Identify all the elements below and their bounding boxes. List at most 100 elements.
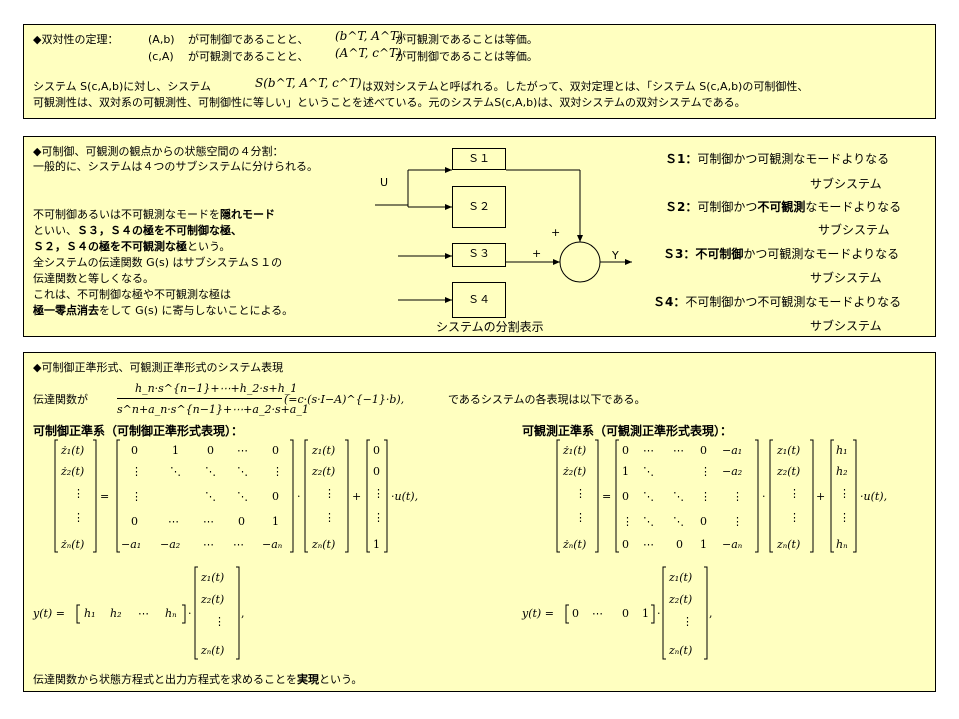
svg-text:⋱: ⋱ bbox=[643, 515, 654, 528]
svg-text:⋮: ⋮ bbox=[324, 487, 335, 500]
ctrl-state-vector: z₁(t) z₂(t) ⋮ ⋮ zₙ(t) bbox=[304, 439, 349, 553]
ctrl-input-vector: 00⋮⋮1 bbox=[366, 439, 388, 553]
svg-text:0: 0 bbox=[700, 444, 707, 457]
svg-text:⋮: ⋮ bbox=[272, 465, 283, 478]
decomp-p4: 全システムの伝達関数 G(s) はサブシステムＳ１の bbox=[33, 256, 283, 269]
svg-text:0: 0 bbox=[676, 538, 683, 551]
plus-sign-top: + bbox=[551, 226, 561, 239]
decomp-p2: といい、Ｓ３，Ｓ４の極を不可制御な極、 bbox=[33, 224, 242, 237]
tf-equivalent: (=c·(s·I−A)^{−1}·b), bbox=[284, 393, 405, 406]
svg-text:hₙ: hₙ bbox=[165, 607, 177, 620]
svg-text:0: 0 bbox=[622, 538, 629, 551]
observable-canonical-title: 可観測正準系（可観測正準形式表現）： bbox=[522, 424, 733, 438]
svg-text:0: 0 bbox=[622, 607, 629, 620]
svg-text:⋯: ⋯ bbox=[673, 444, 684, 457]
svg-text:⋮: ⋮ bbox=[732, 515, 743, 528]
block-s2: Ｓ２ bbox=[452, 186, 506, 228]
duality-line2-dual: (A^T, c^T) bbox=[335, 46, 402, 60]
svg-text:⋱: ⋱ bbox=[643, 465, 654, 478]
svg-text:·: · bbox=[762, 490, 766, 503]
svg-text:−a₁: −a₁ bbox=[121, 538, 141, 551]
svg-text:+: + bbox=[816, 490, 825, 503]
output-label-y: Y bbox=[612, 249, 619, 262]
svg-text:1: 1 bbox=[373, 538, 380, 551]
legend-s2-sub: サブシステム bbox=[818, 223, 890, 237]
svg-text:−a₂: −a₂ bbox=[722, 465, 742, 478]
plus-sign-left: + bbox=[532, 247, 542, 260]
tf-denominator: s^n+a_n·s^{n−1}+⋯+a_2·s+a_1 bbox=[117, 403, 309, 416]
svg-text:⋮: ⋮ bbox=[73, 487, 84, 500]
svg-text:zₙ(t): zₙ(t) bbox=[200, 644, 224, 657]
svg-text:,: , bbox=[241, 607, 245, 620]
decomp-p3: Ｓ２，Ｓ４の極を不可観測な極という。 bbox=[33, 240, 231, 253]
svg-text:⋯: ⋯ bbox=[138, 607, 149, 620]
svg-text:h₁: h₁ bbox=[84, 607, 96, 620]
duality-line3-sys: S(b^T, A^T, c^T) bbox=[255, 76, 362, 90]
duality-line1-dual: (b^T, A^T) bbox=[335, 29, 403, 43]
canonical-panel bbox=[23, 352, 936, 692]
svg-text:z₁(t): z₁(t) bbox=[776, 444, 800, 457]
block-s4: Ｓ４ bbox=[452, 282, 506, 318]
svg-text:⋱: ⋱ bbox=[237, 465, 248, 478]
legend-s2: Ｓ2：可制御かつ不可観測なモードよりなる bbox=[665, 200, 902, 214]
tf-numerator: h_n·s^{n−1}+⋯+h_2·s+h_1 bbox=[135, 382, 298, 395]
svg-text:⋮: ⋮ bbox=[575, 487, 586, 500]
input-label-u: U bbox=[380, 176, 389, 189]
duality-line2-mid: が可観測であることと、 bbox=[188, 50, 309, 63]
svg-text:,: , bbox=[709, 607, 713, 620]
svg-text:⋮: ⋮ bbox=[732, 490, 743, 503]
svg-text:ż₂(t): ż₂(t) bbox=[60, 465, 84, 478]
svg-text:y(t) =: y(t) = bbox=[521, 607, 554, 620]
svg-text:−aₙ: −aₙ bbox=[722, 538, 742, 551]
svg-text:z₂(t): z₂(t) bbox=[311, 465, 335, 478]
svg-text:⋯: ⋯ bbox=[233, 538, 244, 551]
svg-text:⋮: ⋮ bbox=[700, 465, 711, 478]
svg-text:−a₂: −a₂ bbox=[160, 538, 180, 551]
duality-line3-a: システム S(c,A,b)に対し、システム bbox=[33, 80, 211, 93]
duality-line1-end: が可観測であることは等価。 bbox=[395, 33, 538, 46]
svg-text:0: 0 bbox=[700, 515, 707, 528]
svg-text:0: 0 bbox=[373, 444, 380, 457]
block-s1: Ｓ１ bbox=[452, 148, 506, 170]
svg-text:⋱: ⋱ bbox=[170, 465, 181, 478]
svg-text:ż₁(t): ż₁(t) bbox=[60, 444, 84, 457]
summing-junction bbox=[559, 241, 601, 283]
svg-text:0: 0 bbox=[238, 515, 245, 528]
svg-text:1: 1 bbox=[172, 444, 179, 457]
canonical-title: ◆可制御正準形式、可観測正準形式のシステム表現 bbox=[33, 361, 284, 374]
duality-line1-mid: が可制御であることと、 bbox=[188, 33, 309, 46]
legend-s4: Ｓ4：不可制御かつ不可観測なモードよりなる bbox=[653, 295, 902, 309]
duality-line4: 可観測性は、双対系の可観測性、可制御性に等しい」ということを述べている。元のシス… bbox=[33, 96, 746, 109]
obs-state-derivative-vector: ż₁(t) ż₂(t) ⋮ ⋮ żₙ(t) bbox=[556, 439, 599, 553]
svg-text:⋱: ⋱ bbox=[673, 490, 684, 503]
svg-text:z₂(t): z₂(t) bbox=[668, 593, 692, 606]
svg-text:0: 0 bbox=[622, 444, 629, 457]
svg-text:h₂: h₂ bbox=[836, 465, 848, 478]
block-s3: Ｓ３ bbox=[452, 243, 506, 267]
svg-text:z₂(t): z₂(t) bbox=[200, 593, 224, 606]
decomp-p5: 伝達関数と等しくなる。 bbox=[33, 272, 154, 285]
svg-text:żₙ(t): żₙ(t) bbox=[60, 538, 84, 551]
svg-text:z₁(t): z₁(t) bbox=[668, 571, 692, 584]
svg-text:⋮: ⋮ bbox=[131, 465, 142, 478]
svg-text:0: 0 bbox=[572, 607, 579, 620]
realization-footer: 伝達関数から状態方程式と出力方程式を求めることを実現という。 bbox=[33, 673, 363, 686]
legend-s1-sub: サブシステム bbox=[810, 177, 882, 191]
svg-text:−aₙ: −aₙ bbox=[262, 538, 282, 551]
svg-text:+: + bbox=[352, 490, 361, 503]
svg-text:1: 1 bbox=[700, 538, 707, 551]
svg-text:⋮: ⋮ bbox=[324, 511, 335, 524]
svg-text:0: 0 bbox=[207, 444, 214, 457]
svg-text:0: 0 bbox=[131, 515, 138, 528]
svg-text:zₙ(t): zₙ(t) bbox=[668, 644, 692, 657]
svg-text:⋮: ⋮ bbox=[373, 511, 384, 524]
svg-text:⋮: ⋮ bbox=[373, 487, 384, 500]
decomp-title: ◆可制御、可観測の観点からの状態空間の４分割： bbox=[33, 145, 284, 158]
svg-text:z₁(t): z₁(t) bbox=[200, 571, 224, 584]
svg-text:=: = bbox=[100, 490, 109, 503]
svg-text:y(t) =: y(t) = bbox=[32, 607, 65, 620]
